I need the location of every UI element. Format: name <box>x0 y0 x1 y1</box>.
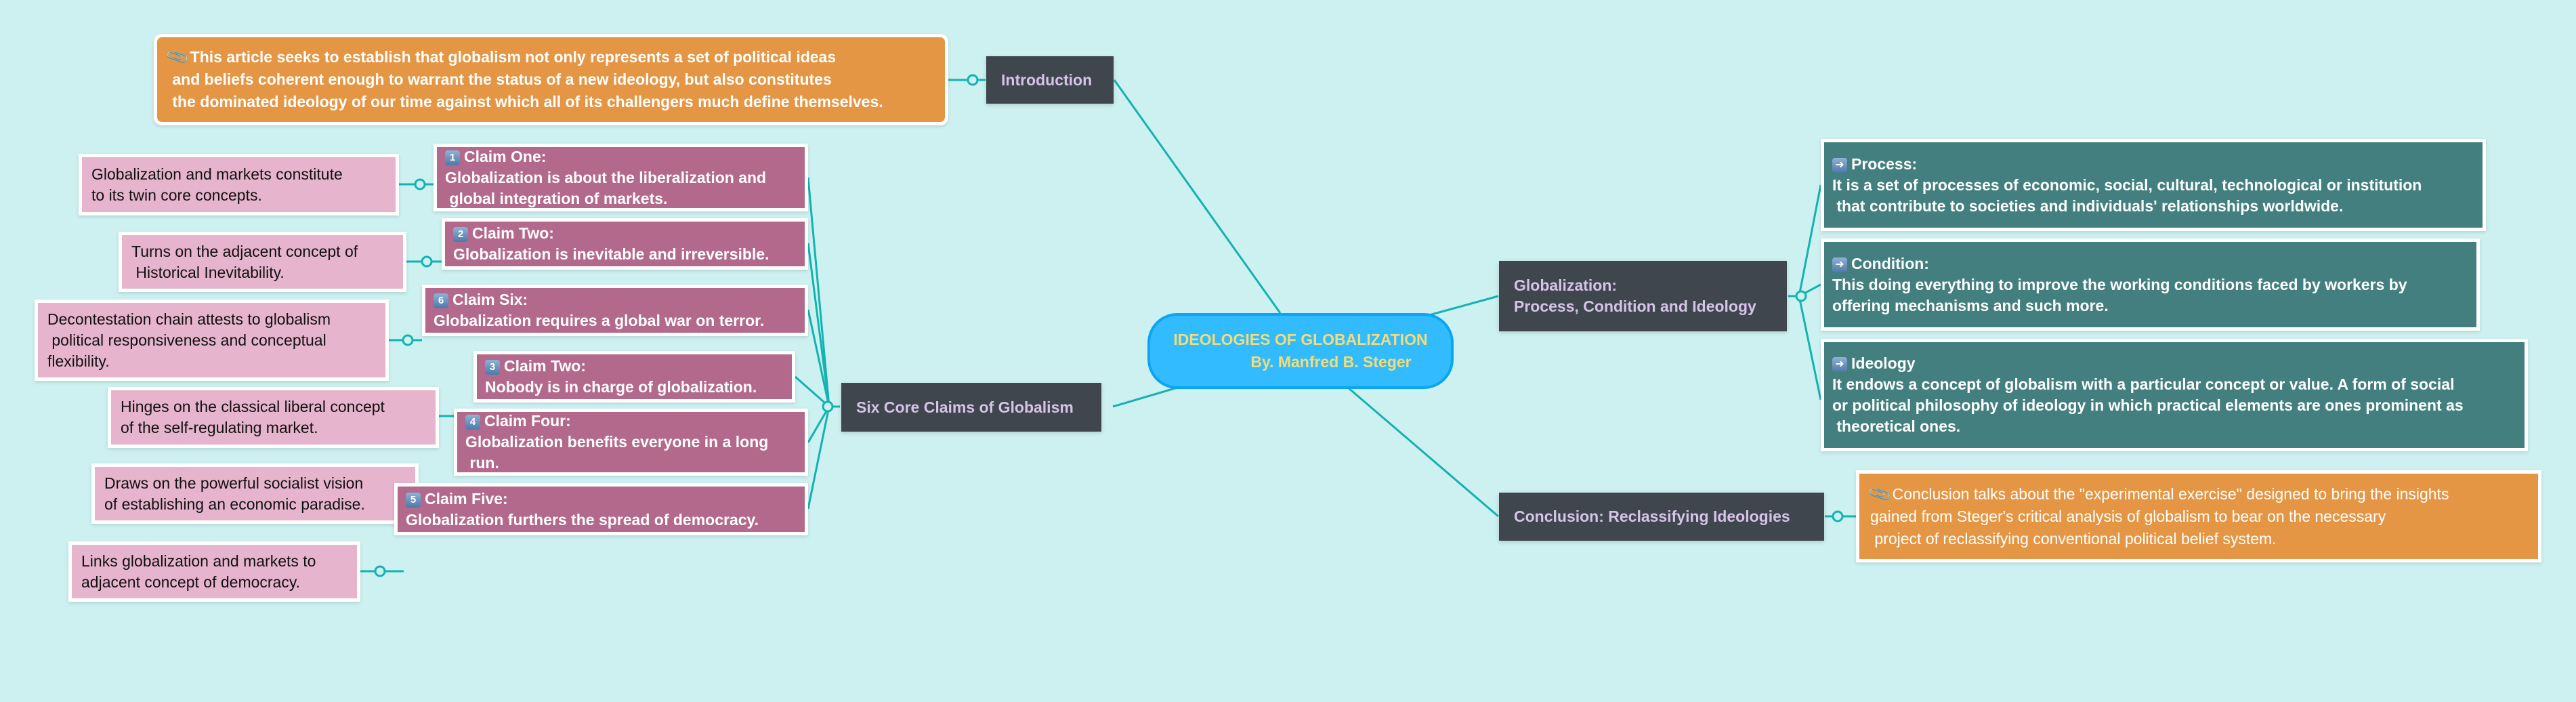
topic-conclusion[interactable]: Conclusion: Reclassifying Ideologies <box>1499 493 1824 541</box>
topic-six-core-claims[interactable]: Six Core Claims of Globalism <box>841 383 1101 432</box>
item-title: Ideology <box>1851 354 1916 372</box>
arrow-right-icon: ➜ <box>1832 157 1847 173</box>
claim-title: Claim Four: <box>484 412 571 430</box>
introduction-note[interactable]: 📎This article seeks to establish that gl… <box>154 34 948 125</box>
claim-one[interactable]: 1 Claim One: Globalization is about the l… <box>434 144 808 211</box>
claim-title: Claim Five: <box>425 489 508 508</box>
claim-title: Claim Two: <box>504 357 586 375</box>
claim-six[interactable]: 6 Claim Six: Globalization requires a glo… <box>422 285 808 336</box>
claim-title: Claim Two: <box>472 224 554 242</box>
number-2-icon: 2 <box>453 227 468 242</box>
globalization-condition[interactable]: ➜ Condition: This doing everything to imp… <box>1821 239 2480 331</box>
claim-four-detail[interactable]: Draws on the powerful socialist vision o… <box>91 463 419 524</box>
claim-one-detail[interactable]: Globalization and markets constitute to … <box>79 154 399 215</box>
claim-two-detail[interactable]: Turns on the adjacent concept of Histori… <box>119 232 406 292</box>
globalization-process[interactable]: ➜Process: It is a set of processes of ec… <box>1821 139 2486 231</box>
claim-four[interactable]: 4 Claim Four: Globalization benefits ever… <box>454 409 808 476</box>
item-text-line: or political philosophy of ideology in w… <box>1832 396 2464 414</box>
conclusion-note[interactable]: 📎Conclusion talks about the "experimenta… <box>1856 470 2541 562</box>
arrow-right-icon: ➜ <box>1832 257 1847 272</box>
globalization-ideology[interactable]: ➜ Ideology It endows a concept of globali… <box>1821 339 2528 451</box>
arrow-right-icon: ➜ <box>1832 357 1847 372</box>
item-text-line: It is a set of processes of economic, so… <box>1832 176 2422 194</box>
conclusion-note-line-3: project of reclassifying conventional po… <box>1870 529 2277 548</box>
detail-line: adjacent concept of democracy. <box>81 573 301 591</box>
claim-three[interactable]: 3 Claim Two: Nobody is in charge of globa… <box>473 351 795 402</box>
claim-text-line: global integration of markets. <box>445 189 668 207</box>
number-6-icon: 6 <box>434 293 448 308</box>
detail-line: Links globalization and markets to <box>81 552 316 570</box>
item-text-line: offering mechanisms and such more. <box>1832 296 2109 314</box>
item-text-line: theoretical ones. <box>1832 417 1961 435</box>
claim-title: Claim One: <box>464 147 547 165</box>
topic-globalization-line-1: Globalization: <box>1514 276 1618 294</box>
item-text-line: It endows a concept of globalism with a … <box>1832 375 2455 393</box>
number-5-icon: 5 <box>406 492 421 508</box>
paperclip-icon: 📎 <box>165 44 190 70</box>
claim-title: Claim Six: <box>452 291 528 308</box>
detail-line: Decontestation chain attests to globalis… <box>47 310 331 328</box>
detail-line: political responsiveness and conceptual <box>47 331 326 349</box>
topic-six-core-claims-label: Six Core Claims of Globalism <box>856 398 1074 416</box>
claim-text-line: Globalization is about the liberalizatio… <box>445 168 767 186</box>
number-4-icon: 4 <box>465 415 480 430</box>
topic-introduction-label: Introduction <box>1001 70 1093 89</box>
detail-line: flexibility. <box>47 352 110 370</box>
introduction-note-line-2: and beliefs coherent enough to warrant t… <box>168 70 832 88</box>
claim-text-line: Globalization benefits everyone in a lon… <box>465 433 769 451</box>
item-title: Process: <box>1851 154 1918 173</box>
claim-text-line: Nobody is in charge of globalization. <box>485 378 757 396</box>
claim-two[interactable]: 2 Claim Two: Globalization is inevitable … <box>442 218 808 270</box>
item-text-line: that contribute to societies and individ… <box>1832 197 2344 215</box>
introduction-note-line-3: the dominated ideology of our time again… <box>168 93 883 110</box>
detail-line: Historical Inevitability. <box>131 263 284 281</box>
detail-line: Turns on the adjacent concept of <box>131 242 358 260</box>
introduction-note-line-1: This article seeks to establish that glo… <box>190 48 837 66</box>
conclusion-note-line-1: Conclusion talks about the "experimental… <box>1892 484 2449 503</box>
item-text-line: This doing everything to improve the wor… <box>1832 275 2407 293</box>
number-3-icon: 3 <box>485 360 500 375</box>
detail-line: to its twin core concepts. <box>91 186 262 204</box>
central-subtitle: By. Manfred B. Steger <box>1250 353 1412 371</box>
topic-globalization[interactable]: Globalization: Process, Condition and Id… <box>1499 261 1787 331</box>
claim-text-line: Globalization is inevitable and irrevers… <box>453 245 769 263</box>
number-1-icon: 1 <box>445 150 460 165</box>
claim-three-detail[interactable]: Hinges on the classical liberal concept … <box>108 387 439 448</box>
claim-text-line: Globalization furthers the spread of dem… <box>406 510 759 529</box>
detail-line: Hinges on the classical liberal concept <box>121 398 385 415</box>
claim-text-line: run. <box>465 454 499 472</box>
topic-introduction[interactable]: Introduction <box>986 56 1114 104</box>
item-title: Condition: <box>1851 254 1929 272</box>
claim-text-line: Globalization requires a global war on t… <box>434 312 765 329</box>
central-topic[interactable]: IDEOLOGIES OF GLOBALIZATION By. Manfred … <box>1147 313 1454 389</box>
topic-conclusion-label: Conclusion: Reclassifying Ideologies <box>1514 508 1790 525</box>
detail-line: Draws on the powerful socialist vision <box>104 474 364 492</box>
claim-six-detail[interactable]: Decontestation chain attests to globalis… <box>35 300 389 381</box>
topic-globalization-line-2: Process, Condition and Ideology <box>1514 297 1756 315</box>
claim-five-detail[interactable]: Links globalization and markets to adjac… <box>68 541 360 602</box>
paperclip-icon: 📎 <box>1867 481 1893 506</box>
detail-line: Globalization and markets constitute <box>91 165 343 183</box>
central-title: IDEOLOGIES OF GLOBALIZATION <box>1173 331 1428 348</box>
conclusion-note-line-2: gained from Steger's critical analysis o… <box>1870 507 2386 525</box>
detail-line: of establishing an economic paradise. <box>104 495 365 513</box>
detail-line: of the self-regulating market. <box>121 419 318 436</box>
